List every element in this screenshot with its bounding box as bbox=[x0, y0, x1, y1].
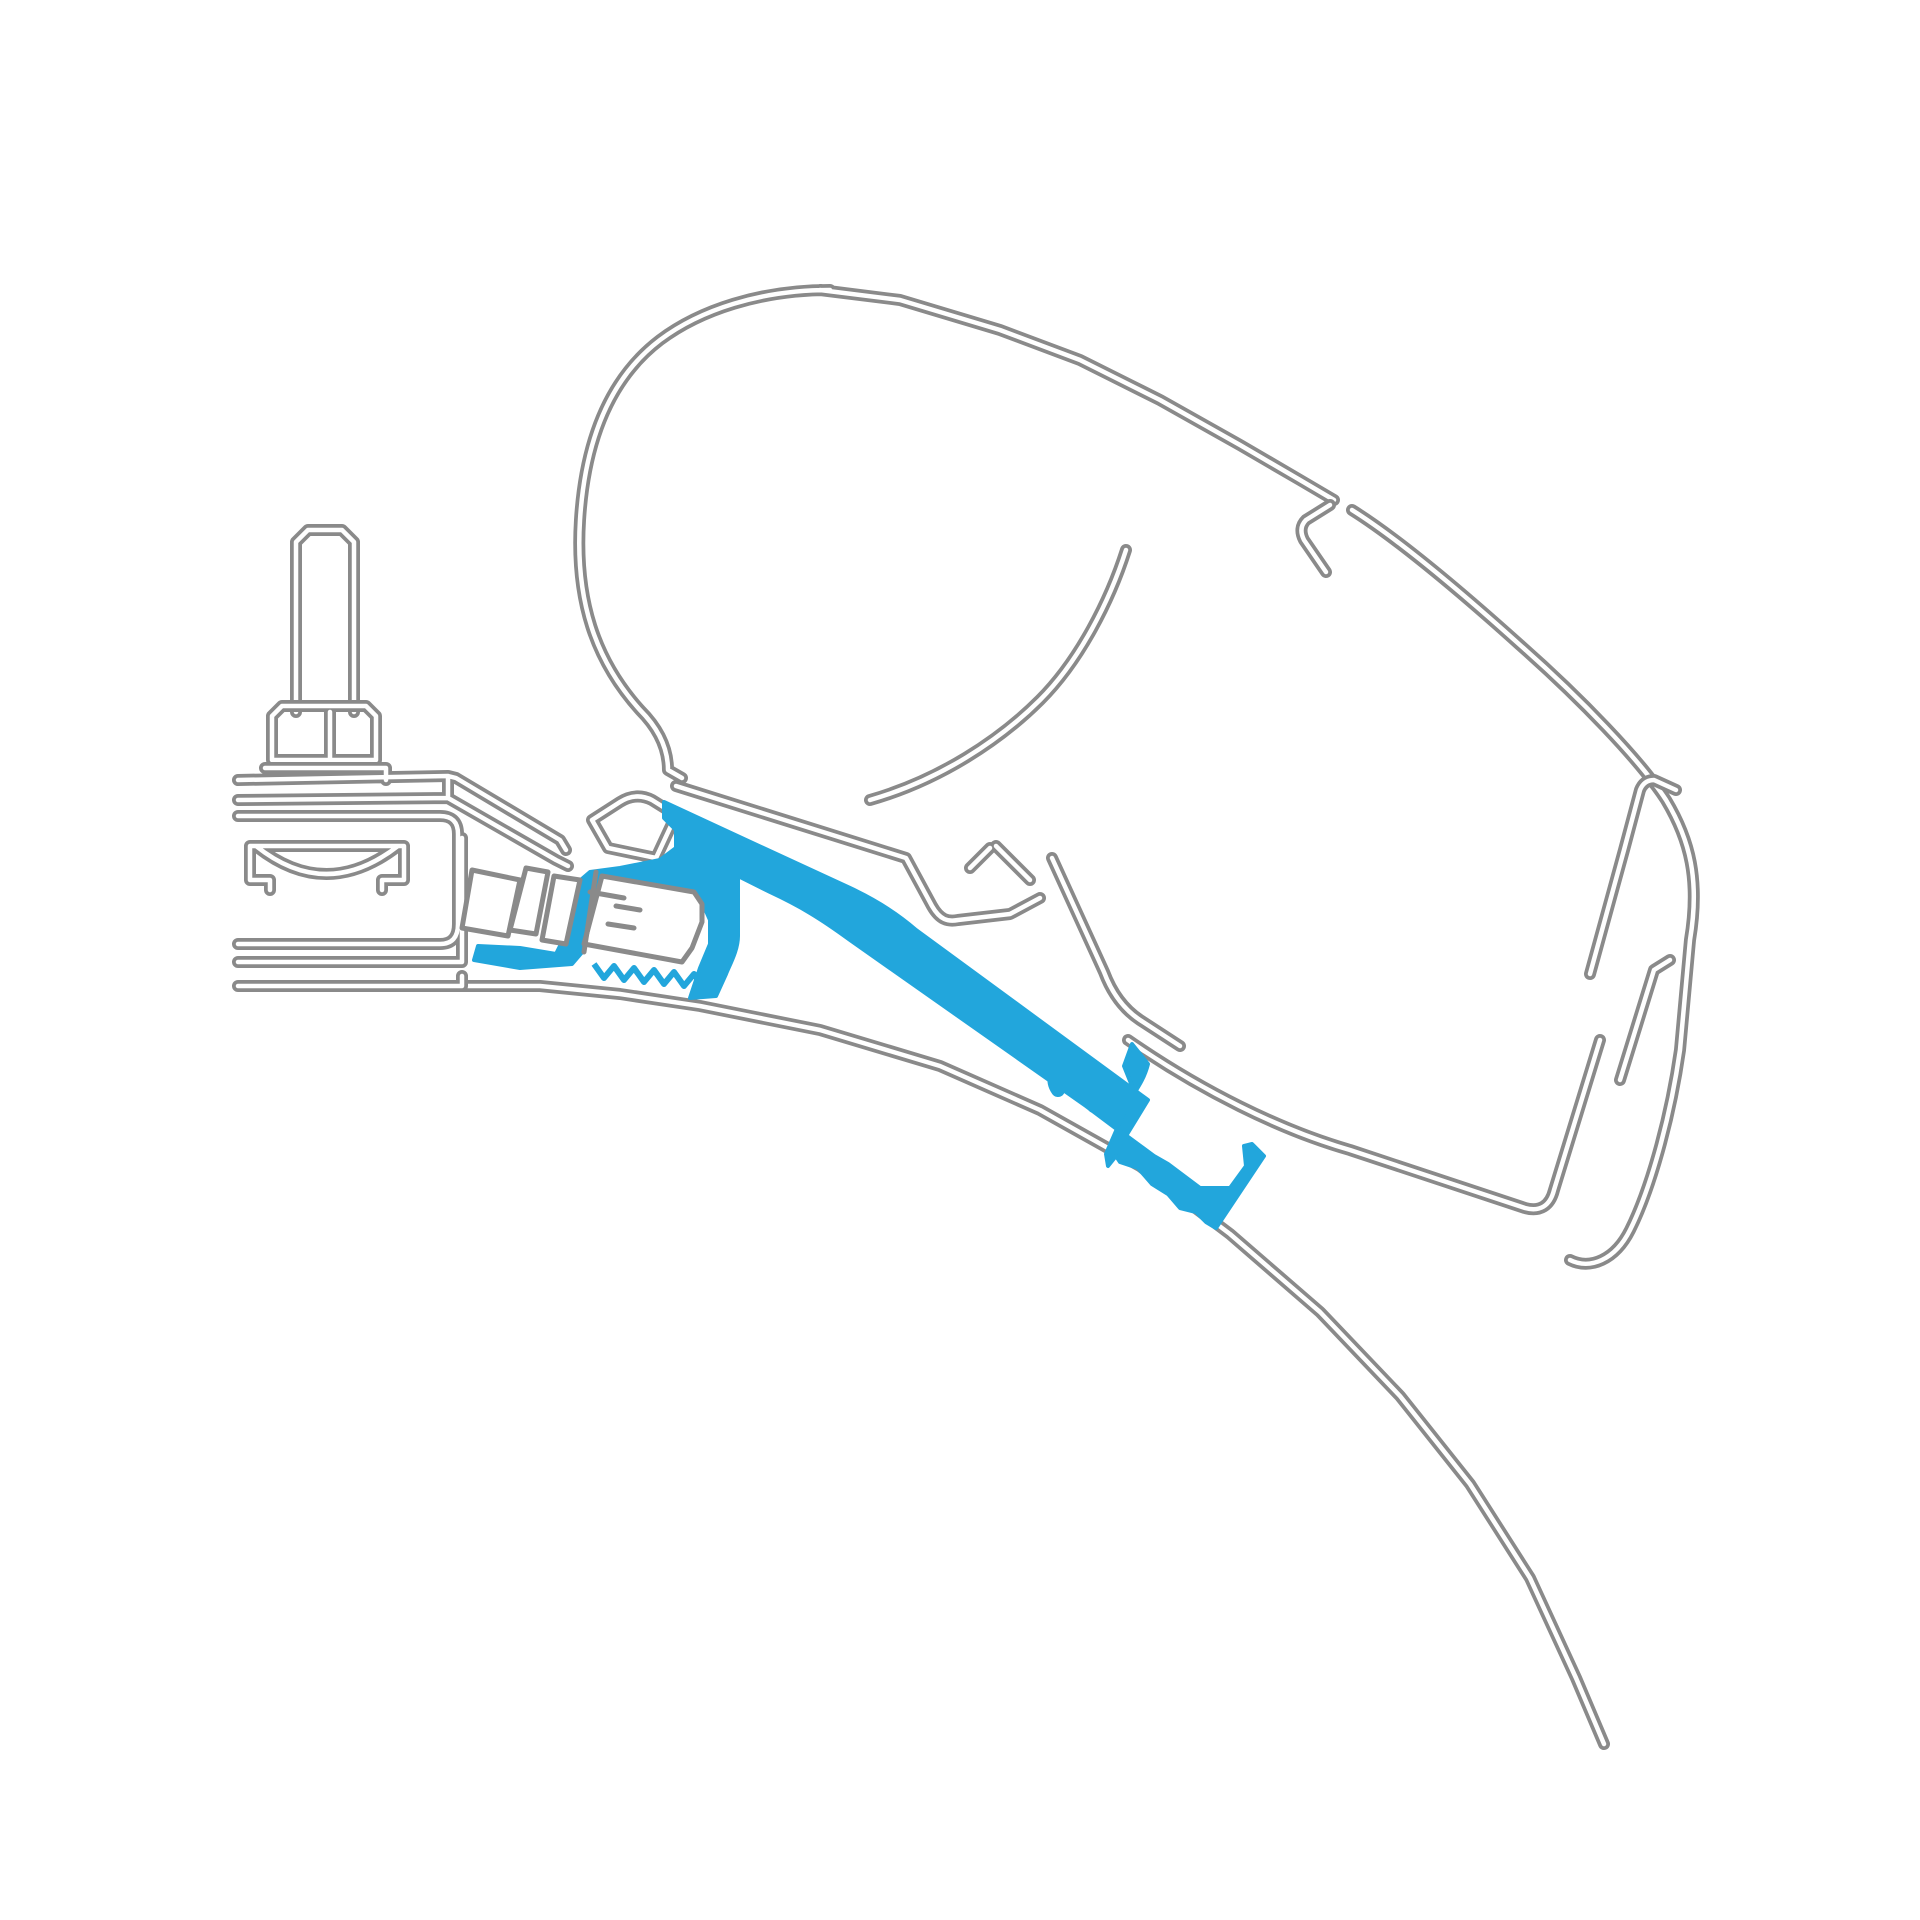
adapter-profile-hook bbox=[1047, 1053, 1131, 1114]
adapter-profile-teeth bbox=[591, 962, 707, 990]
adapter-profile-main-body bbox=[472, 800, 1150, 1138]
hex-nut bbox=[272, 706, 376, 760]
vehicle-roof-panel bbox=[462, 986, 1604, 1744]
adapter-profile-slot bbox=[581, 873, 705, 965]
adapter-profile bbox=[472, 800, 1266, 1230]
adapter-profile-lower-lip bbox=[1104, 1042, 1266, 1230]
mounting-bolt bbox=[296, 530, 354, 712]
screw-assembly bbox=[459, 865, 583, 947]
adapter-profile-screw-lines bbox=[581, 869, 643, 955]
